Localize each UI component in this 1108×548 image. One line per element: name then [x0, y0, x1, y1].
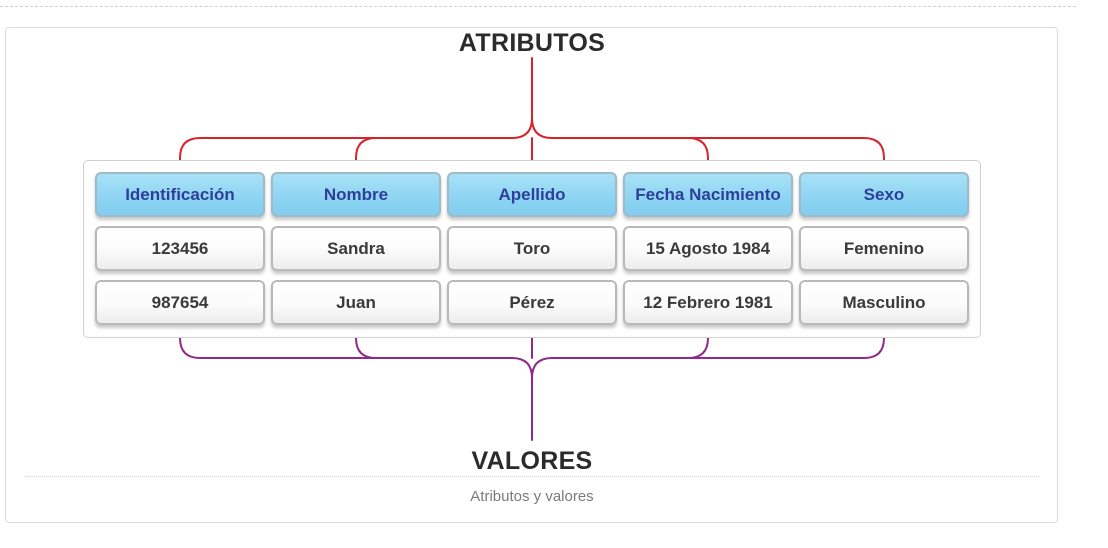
top-dashed-divider	[0, 6, 1076, 7]
attribute-bracket-stem	[179, 57, 533, 174]
value-bracket-right	[531, 325, 885, 379]
value-branch-fecha	[687, 325, 709, 359]
value-branch-nombre	[355, 325, 377, 359]
value-cell: Juan	[271, 280, 441, 325]
attribute-bracket	[179, 57, 885, 174]
value-cell: 123456	[95, 226, 265, 271]
attribute-branch-fecha	[687, 137, 709, 174]
value-cell: Femenino	[799, 226, 969, 271]
value-cell: Masculino	[799, 280, 969, 325]
values-heading: VALORES	[471, 447, 593, 475]
value-cell: 15 Agosto 1984	[623, 226, 793, 271]
header-cell-apellido: Apellido	[447, 172, 617, 217]
header-cell-fecha-nacimiento: Fecha Nacimiento	[623, 172, 793, 217]
figure-caption: Atributos y valores	[470, 488, 594, 505]
attribute-branch-nombre	[355, 137, 377, 174]
value-bracket	[179, 325, 885, 441]
value-cell: Sandra	[271, 226, 441, 271]
header-cell-nombre: Nombre	[271, 172, 441, 217]
header-cell-identificacion: Identificación	[95, 172, 265, 217]
value-cell: Toro	[447, 226, 617, 271]
value-cell: Pérez	[447, 280, 617, 325]
attribute-bracket-right	[531, 117, 885, 174]
value-cell: 987654	[95, 280, 265, 325]
value-bracket-stem	[179, 325, 533, 441]
caption-divider	[25, 476, 1039, 477]
header-cell-sexo: Sexo	[799, 172, 969, 217]
attributes-heading: ATRIBUTOS	[458, 29, 606, 57]
value-cell: 12 Febrero 1981	[623, 280, 793, 325]
